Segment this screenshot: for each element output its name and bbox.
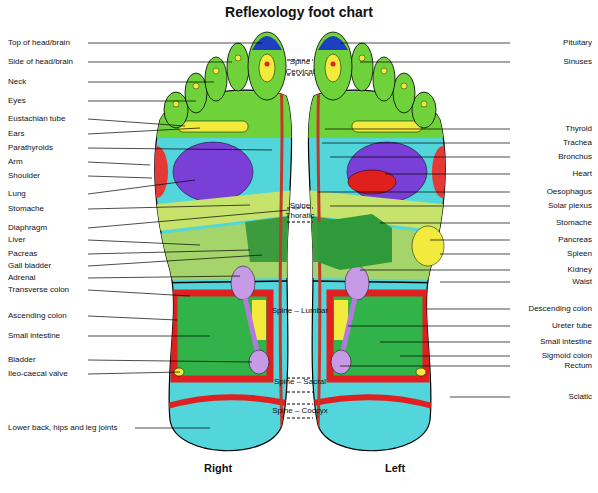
organ-label: Bladder — [8, 355, 36, 365]
organ-label: Small intestine — [8, 331, 60, 341]
spine-label: Spine Cervical — [280, 57, 320, 77]
organ-label: Heart — [572, 169, 592, 179]
organ-label: Diaphragm — [8, 223, 47, 233]
organ-label: Eyes — [8, 96, 26, 106]
leader-lines — [88, 43, 290, 428]
leader-lines — [318, 43, 510, 397]
foot-label: Left — [375, 462, 415, 475]
organ-label: Lower back, hips and leg joints — [8, 423, 117, 433]
organ-label: Shoulder — [8, 171, 40, 181]
organ-label: Lung — [8, 189, 26, 199]
organ-label: Sigmoid colon — [542, 351, 592, 361]
organ-label: Small intestine — [540, 337, 592, 347]
organ-label: Parathyroids — [8, 143, 53, 153]
organ-label: Side of head/brain — [8, 57, 73, 67]
organ-label: Arm — [8, 157, 23, 167]
organ-label: Solar plexus — [548, 201, 592, 211]
organ-label: Bronchus — [558, 152, 592, 162]
spleen-zone — [412, 226, 444, 266]
left-foot — [300, 32, 455, 451]
spine-markers — [287, 60, 313, 418]
organ-label: Neck — [8, 77, 26, 87]
organ-label: Eustachian tube — [8, 114, 65, 124]
organ-label: Stomache — [8, 204, 44, 214]
organ-label: Thyroid — [565, 124, 592, 134]
organ-label: Ascending colon — [8, 311, 67, 321]
organ-label: Adrenal — [8, 273, 36, 283]
organ-label: Oesophagus — [547, 187, 592, 197]
organ-label: Stomache — [556, 218, 592, 228]
stomach-zone — [318, 214, 392, 270]
right-foot — [145, 32, 300, 451]
organ-label: Sinuses — [564, 57, 592, 67]
organ-label: Sciatic — [568, 392, 592, 402]
heart-zone — [348, 170, 396, 194]
foot-label: Right — [198, 462, 238, 475]
spine-label: Spine – Coccyx — [265, 406, 335, 416]
organ-label: Pacreas — [8, 249, 37, 259]
organ-label: Pituitary — [563, 38, 592, 48]
spine-label: Spine Thoratic — [280, 201, 320, 221]
organ-label: Transverse colon — [8, 285, 69, 295]
organ-label: Spleen — [567, 249, 592, 259]
organ-label: Waist — [572, 277, 592, 287]
organ-label: Liver — [8, 235, 25, 245]
organ-label: Ureter tube — [552, 321, 592, 331]
organ-label: Rectum — [564, 361, 592, 371]
organ-label: Descending colon — [528, 304, 592, 314]
spine-label: Spine – Lumbar — [265, 306, 335, 316]
organ-label: Ileo-caecal valve — [8, 369, 68, 379]
organ-label: Top of head/brain — [8, 38, 70, 48]
organ-label: Trachea — [563, 138, 592, 148]
organ-label: Gall bladder — [8, 261, 51, 271]
organ-label: Ears — [8, 129, 24, 139]
spine-label: Spine – Sacral — [265, 377, 335, 387]
organ-label: Kidney — [568, 265, 592, 275]
chart-title: Reflexology foot chart — [0, 4, 598, 20]
organ-label: Pancreas — [558, 235, 592, 245]
